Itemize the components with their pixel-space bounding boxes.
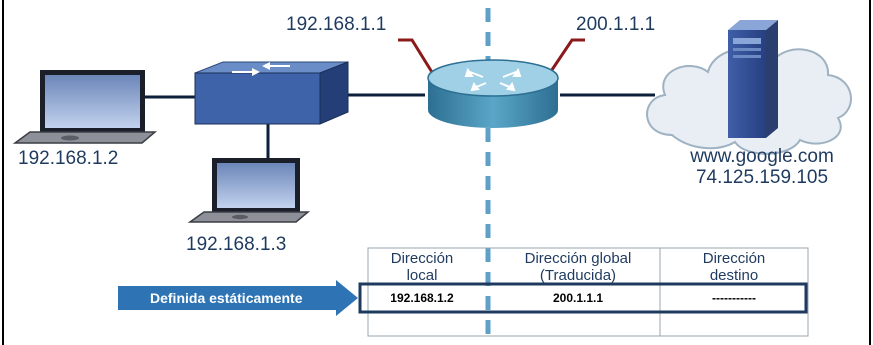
network-links [145, 93, 655, 158]
cell-destination-address: ----------- [712, 291, 756, 305]
arrow-label: Definida estáticamente [150, 290, 303, 306]
highlighted-row [358, 282, 808, 314]
static-definition-arrow [118, 280, 358, 316]
router-inside-ip-label: 192.168.1.1 [286, 14, 387, 35]
header-global-line2: (Traducida) [539, 267, 617, 284]
server-name: www.google.com [690, 146, 834, 167]
router-outside-ip-label: 200.1.1.1 [576, 14, 656, 35]
header-global-address: Dirección global (Traducida) [496, 250, 660, 284]
header-global-line1: Dirección global [524, 250, 632, 267]
router-icon [427, 59, 559, 128]
server-icon [728, 20, 778, 138]
host-2-ip-label: 192.168.1.3 [186, 234, 287, 255]
host-1-ip-label: 192.168.1.2 [18, 148, 119, 169]
cell-global-address: 200.1.1.1 [552, 291, 604, 305]
laptop-icon [187, 158, 311, 223]
header-destination-line1: Dirección [702, 250, 766, 267]
header-destination-address: Dirección destino [660, 250, 808, 284]
laptop-icon [12, 70, 158, 144]
cell-local-address: 192.168.1.2 [390, 291, 454, 305]
nat-table-grid [358, 247, 809, 337]
header-local-line2: local [406, 267, 438, 284]
server-label: www.google.com 74.125.159.105 [672, 146, 852, 188]
server-ip: 74.125.159.105 [695, 167, 829, 188]
switch-icon [194, 61, 349, 125]
header-local-address: Dirección local [368, 250, 476, 284]
header-destination-line2: destino [709, 267, 759, 284]
header-local-line1: Dirección [390, 250, 454, 267]
